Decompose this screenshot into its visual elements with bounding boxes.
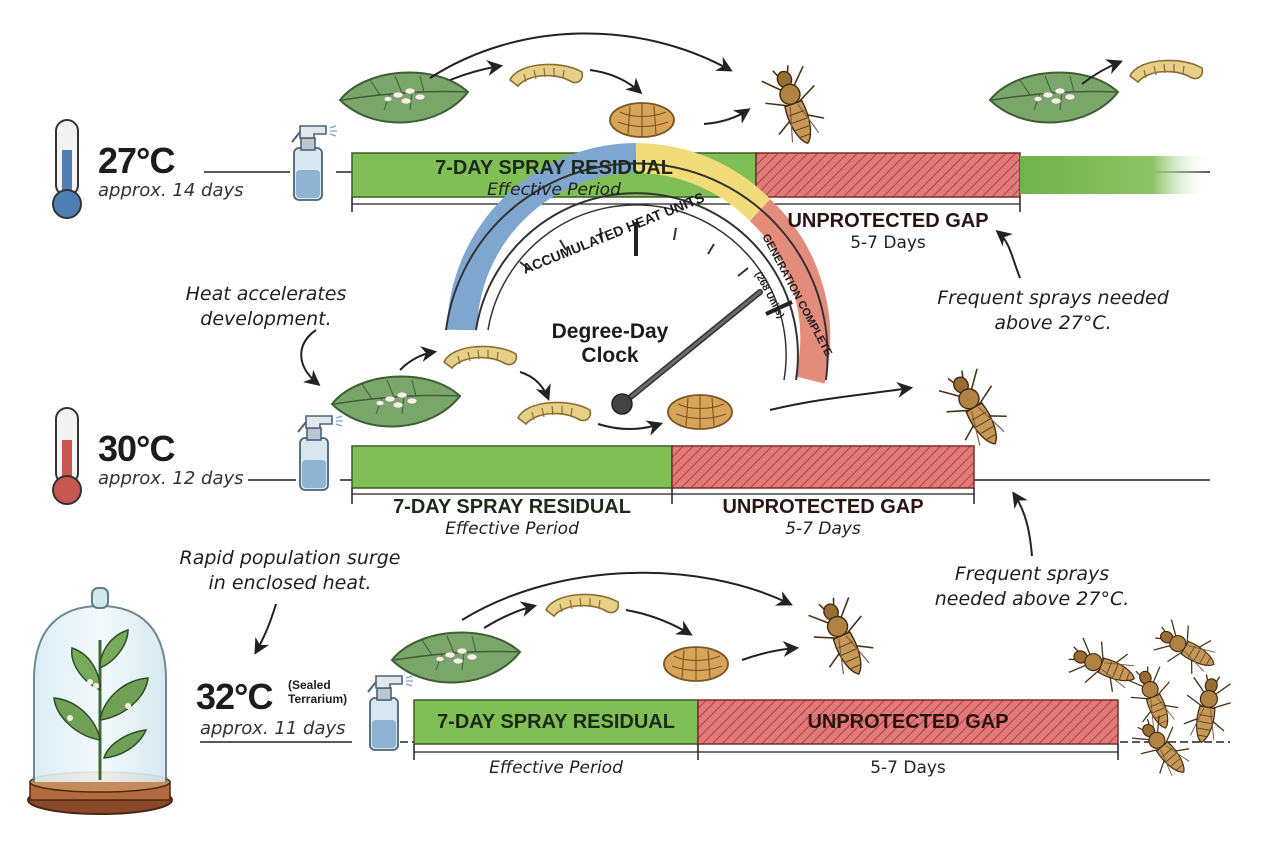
thermometer-icon bbox=[53, 120, 81, 218]
larva-icon bbox=[510, 64, 582, 86]
residual-bar bbox=[352, 446, 672, 488]
leaf-eggs-icon bbox=[340, 72, 468, 122]
gauge-title: Degree-Day Clock bbox=[540, 320, 680, 368]
residual-label: 7-DAY SPRAY RESIDUAL bbox=[414, 711, 698, 734]
gap-bar bbox=[672, 446, 974, 488]
annotation-population-surge: Rapid population surge in enclosed heat. bbox=[170, 546, 410, 596]
pupa-icon bbox=[664, 647, 728, 681]
leaf-eggs-icon bbox=[392, 632, 520, 682]
annotation-frequent-sprays: Frequent sprays needed above 27°C. bbox=[922, 562, 1142, 612]
pupa-icon bbox=[610, 103, 674, 137]
gap-label: UNPROTECTED GAP bbox=[698, 711, 1118, 734]
residual-label: 7-DAY SPRAY RESIDUAL bbox=[352, 496, 672, 519]
annotation-heat: Heat accelerates development. bbox=[176, 282, 356, 332]
spray-bottle-icon bbox=[298, 416, 343, 490]
larva-icon bbox=[518, 402, 590, 424]
thrips-icon bbox=[756, 59, 832, 152]
leaf-eggs-icon bbox=[990, 72, 1118, 122]
gap-sub-label: 5-7 Days bbox=[672, 519, 974, 539]
terrarium-icon bbox=[28, 588, 172, 814]
leaf-eggs-icon bbox=[332, 376, 460, 426]
residual-sub-label: Effective Period bbox=[414, 758, 698, 778]
larva-icon bbox=[444, 346, 516, 368]
gap-label: UNPROTECTED GAP bbox=[672, 496, 974, 519]
thermometer-icon bbox=[53, 408, 81, 504]
temperature-label: 30°C bbox=[98, 428, 174, 470]
thrips-icon bbox=[932, 362, 1017, 457]
residual-label: 7-DAY SPRAY RESIDUAL bbox=[352, 157, 756, 180]
spray-bottle-icon bbox=[368, 676, 413, 750]
gap-sub-label: 5-7 Days bbox=[698, 758, 1118, 778]
gap-bar bbox=[756, 153, 1020, 197]
larva-icon bbox=[546, 594, 618, 616]
duration-label: approx. 11 days bbox=[200, 718, 346, 739]
temperature-label: 27°C bbox=[98, 140, 174, 182]
spray-bottle-icon bbox=[292, 126, 337, 200]
duration-label: approx. 14 days bbox=[98, 180, 244, 201]
temperature-label: 32°C bbox=[196, 676, 272, 718]
gap-label: UNPROTECTED GAP bbox=[756, 210, 1020, 233]
thrips-icon bbox=[802, 590, 882, 684]
duration-label: approx. 12 days bbox=[98, 468, 244, 489]
temperature-note: (Sealed Terrarium) bbox=[288, 678, 370, 706]
pupa-icon bbox=[668, 395, 732, 429]
larva-icon bbox=[1130, 60, 1202, 82]
residual-sub-label: Effective Period bbox=[352, 519, 672, 539]
annotation-frequent-sprays: Frequent sprays needed above 27°C. bbox=[928, 286, 1178, 336]
gap-sub-label: 5-7 Days bbox=[756, 233, 1020, 253]
